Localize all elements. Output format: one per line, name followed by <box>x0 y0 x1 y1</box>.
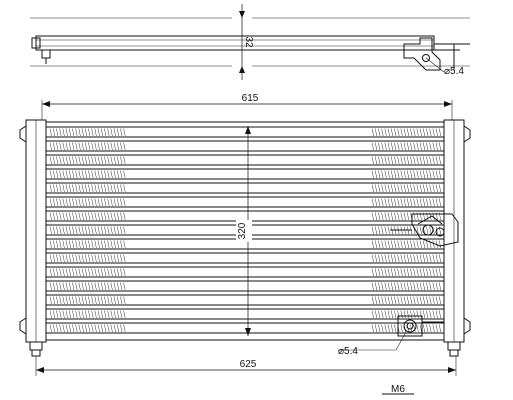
top-hole-dimension: ⌀5.4 <box>444 66 464 77</box>
tube-row <box>46 266 444 278</box>
core-width-dimension: 615 <box>242 93 259 104</box>
tube-row <box>46 238 444 250</box>
tube-row <box>46 210 444 222</box>
tube-row <box>46 322 444 334</box>
tube-row <box>46 182 444 194</box>
core-height-dimension: 320 <box>237 222 248 239</box>
bottom-hole-dimension: ⌀5.4 <box>338 346 358 357</box>
tube-row <box>46 168 444 180</box>
tube-row <box>46 308 444 320</box>
thickness-dimension: 32 <box>243 36 254 48</box>
thread-dimension: M6 <box>391 384 405 395</box>
overall-width-dimension: 625 <box>240 359 257 370</box>
tube-row <box>46 294 444 306</box>
tube-row <box>46 196 444 208</box>
tube-rows <box>46 126 444 334</box>
front-view: 615 320 ⌀5.4 <box>19 93 471 395</box>
tube-row <box>46 140 444 152</box>
tube-row <box>46 252 444 264</box>
tube-row <box>46 154 444 166</box>
top-view: 32 ⌀5.4 <box>30 4 470 80</box>
tube-row <box>46 280 444 292</box>
tube-row <box>46 126 444 138</box>
